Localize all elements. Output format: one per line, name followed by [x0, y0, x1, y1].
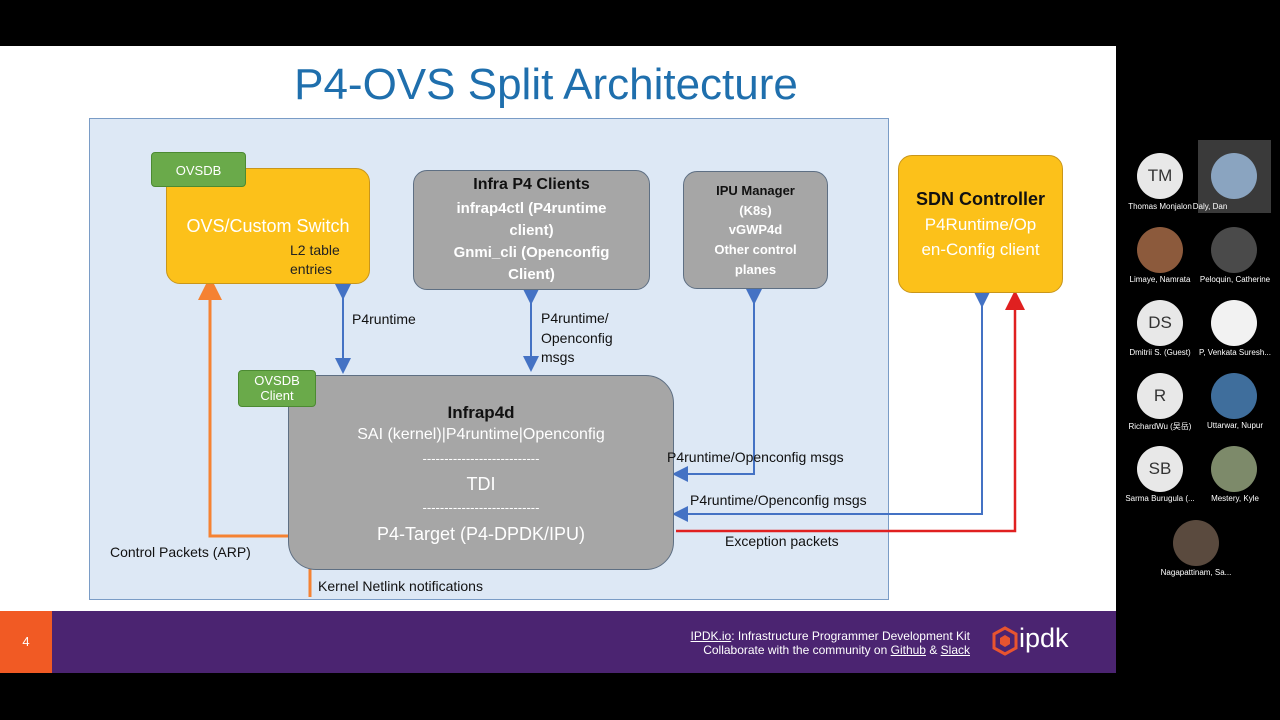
sdn-controller-box	[898, 155, 1063, 293]
participant-name: Peloquin, Catherine	[1199, 275, 1271, 284]
infrap4d-divider-2: ---------------------------	[422, 500, 540, 515]
control-packets-label: Control Packets (ARP)	[110, 544, 251, 560]
participant-name: P, Venkata Suresh...	[1199, 348, 1271, 357]
l2-note-2: entries	[290, 261, 333, 277]
avatar[interactable]	[1173, 520, 1219, 566]
ipdk-link[interactable]: IPDK.io	[690, 629, 732, 643]
p4runtime-label: P4runtime	[352, 311, 416, 327]
avatar: TM	[1137, 153, 1183, 199]
participant-name: Sarma Burugula (...	[1125, 494, 1195, 503]
ipu-msgs-label: P4runtime/Openconfig msgs	[667, 449, 844, 465]
ipu-line-2: (K8s)	[739, 203, 772, 218]
github-link[interactable]: Github	[890, 643, 926, 657]
participant-name: RichardWu (吴岳)	[1128, 422, 1192, 431]
ovsdb-tag: OVSDB	[151, 152, 246, 187]
ovsdb-client-line-1: OVSDB	[254, 373, 300, 388]
clients-label-2: Openconfig	[541, 330, 613, 346]
infra-clients-title: Infra P4 Clients	[473, 176, 590, 193]
sdn-msgs-arrow	[672, 292, 990, 522]
infra-clients-box	[413, 170, 650, 290]
infrap4d-sai-line: SAI (kernel)|P4runtime|Openconfig	[357, 426, 605, 443]
ovsdb-client-tag: OVSDB Client	[238, 370, 316, 407]
avatar[interactable]	[1211, 373, 1257, 419]
participant-name: Daly, Dan	[1192, 202, 1228, 211]
clients-label-3: msgs	[541, 349, 575, 365]
slide-footer	[52, 611, 1116, 673]
avatar[interactable]	[1211, 300, 1257, 346]
ipu-line-3: vGWP4d	[728, 222, 783, 237]
infrap4d-target: P4-Target (P4-DPDK/IPU)	[376, 524, 586, 544]
avatar[interactable]	[1137, 227, 1183, 273]
infrap4d-tdi: TDI	[466, 474, 496, 494]
avatar[interactable]: R	[1137, 373, 1183, 419]
participant-name: Limaye, Namrata	[1129, 275, 1191, 284]
sdn-line-2: en-Config client	[921, 240, 1040, 259]
infrap4d-title: Infrap4d	[447, 403, 515, 422]
participant-name: Uttarwar, Nupur	[1206, 421, 1264, 430]
footer-line-2: Collaborate with the community on Github…	[560, 643, 970, 657]
infra-clients-line-4: Client)	[508, 266, 555, 283]
sdn-controller-title: SDN Controller	[915, 189, 1045, 209]
page-number: 4	[0, 611, 52, 673]
infra-clients-line-3: Gnmi_cli (Openconfig	[453, 244, 610, 261]
footer-line-2-text: Collaborate with the community on	[703, 643, 891, 657]
footer-amp: &	[925, 643, 941, 657]
participant-name: Thomas Monjalon	[1128, 202, 1192, 211]
ipdk-logo-text: ipdk	[1019, 623, 1069, 653]
l2-note-1: L2 table	[290, 242, 340, 258]
ovsdb-client-line-2: Client	[260, 388, 294, 403]
footer-line-1: IPDK.io: Infrastructure Programmer Devel…	[560, 629, 970, 643]
exception-label: Exception packets	[725, 533, 839, 549]
avatar[interactable]	[1211, 446, 1257, 492]
ipu-line-4: Other control	[714, 242, 797, 257]
infra-clients-line-1: infrap4ctl (P4runtime	[456, 200, 607, 217]
ovs-switch-title: OVS/Custom Switch	[186, 216, 350, 236]
ipu-line-5: planes	[734, 262, 777, 277]
clients-label-1: P4runtime/	[541, 310, 609, 326]
avatar[interactable]	[1211, 227, 1257, 273]
ipu-manager-box	[683, 171, 828, 289]
sdn-line-1: P4Runtime/Op	[924, 215, 1037, 234]
participant-tm[interactable]: TM	[1137, 153, 1183, 199]
avatar[interactable]: SB	[1137, 446, 1183, 492]
slack-link[interactable]: Slack	[940, 643, 970, 657]
slide-title: P4-OVS Split Architecture	[294, 60, 798, 109]
ipu-manager-title: IPU Manager	[716, 183, 795, 198]
netlink-label: Kernel Netlink notifications	[318, 578, 483, 594]
participant-name: Dmitrii S. (Guest)	[1129, 348, 1191, 357]
ipdk-logo-icon	[992, 626, 1018, 656]
ovs-switch-box	[166, 168, 370, 284]
avatar	[1211, 153, 1257, 199]
participant-name: Mestery, Kyle	[1211, 494, 1259, 503]
infrap4d-box	[288, 375, 674, 570]
avatar[interactable]: DS	[1137, 300, 1183, 346]
infra-clients-line-2: client)	[509, 222, 554, 239]
control-packets-arrow	[198, 276, 290, 538]
footer-line-1-text: : Infrastructure Programmer Development …	[731, 629, 970, 643]
infrap4d-divider-1: ---------------------------	[422, 451, 540, 466]
participant-name: Nagapattinam, Sa...	[1160, 568, 1232, 577]
sdn-msgs-label: P4runtime/Openconfig msgs	[690, 492, 867, 508]
exception-arrow	[676, 290, 1025, 533]
ipu-arrow	[672, 289, 762, 482]
